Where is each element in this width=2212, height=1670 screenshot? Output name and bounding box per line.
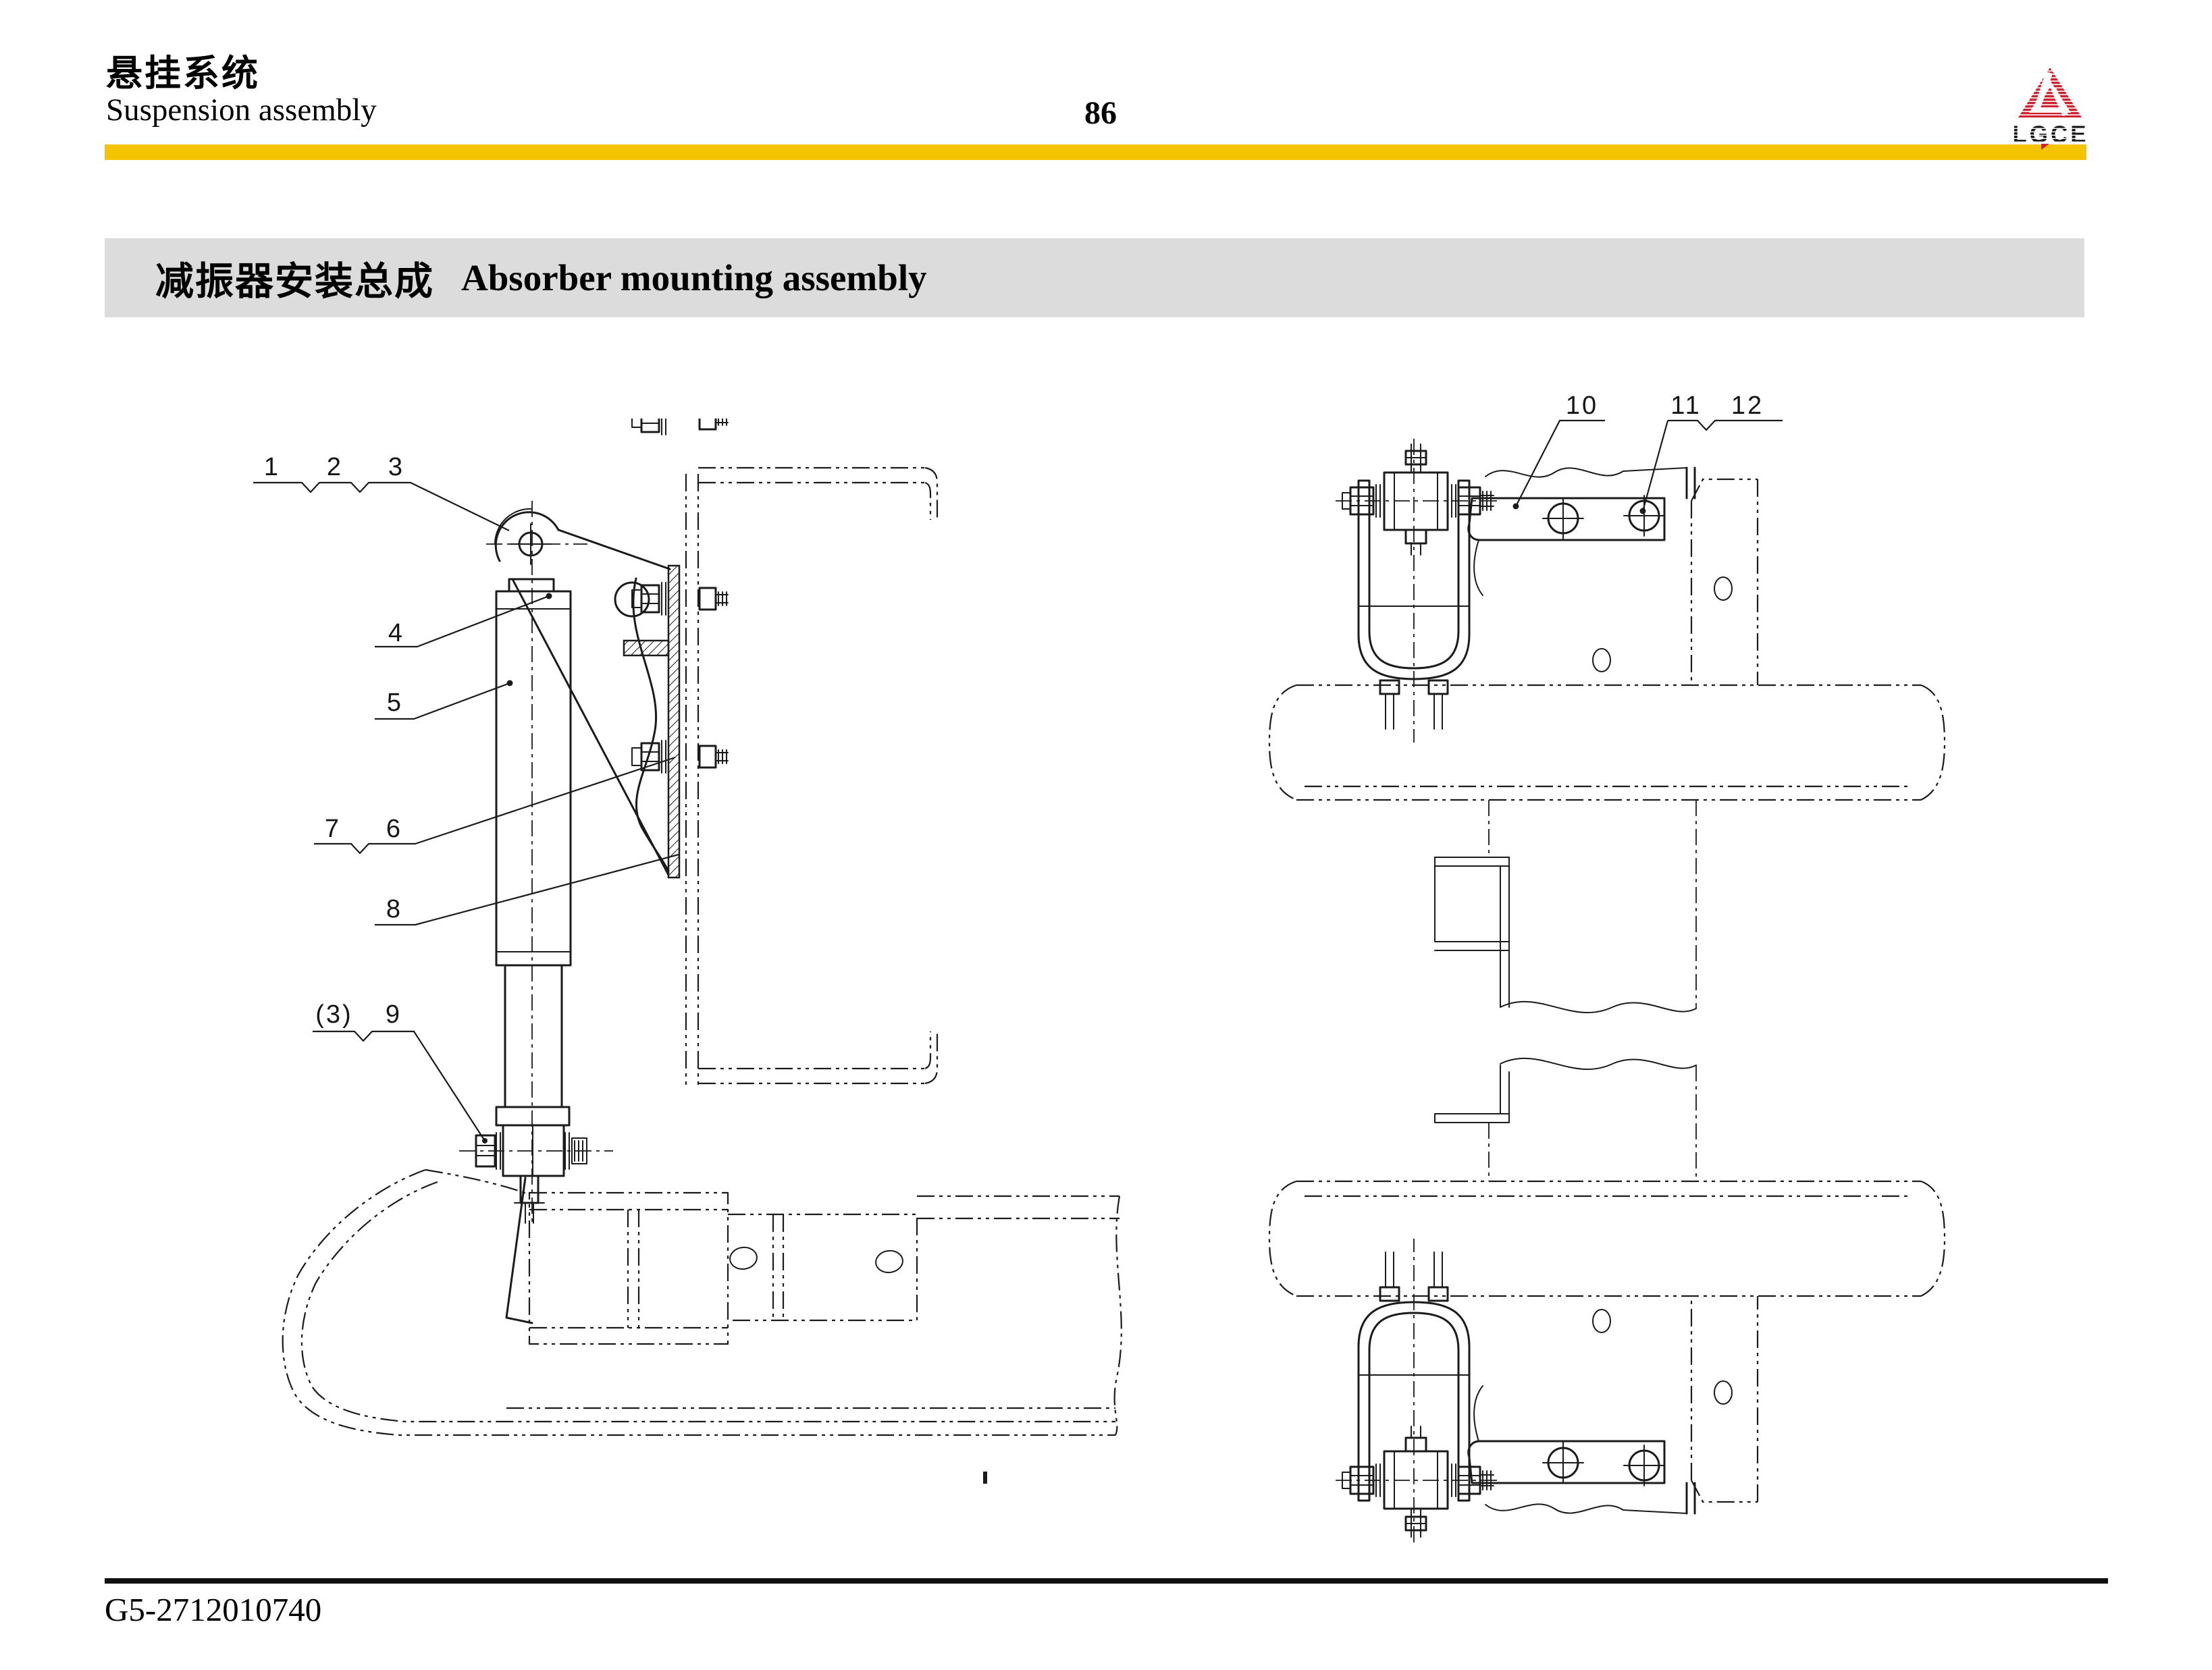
header-title-en: Suspension assembly	[106, 92, 377, 128]
callout-8: 8	[386, 895, 402, 923]
header-title-cn: 悬挂系统	[106, 53, 260, 94]
lower-tube-drawing	[1268, 1180, 1946, 1297]
page-number: 86	[1084, 95, 1117, 131]
callout-10: 10	[1566, 392, 1598, 420]
callout-7: 7	[325, 815, 341, 843]
absorber-bracket-front-view-drawing: 10 11 12	[1268, 392, 1946, 1544]
frame-channel-drawing	[685, 466, 939, 1085]
callout-6: 6	[386, 815, 402, 843]
section-title-en: Absorber mounting assembly	[461, 257, 927, 298]
axle-tube-drawing	[282, 1168, 1122, 1436]
upper-tube-drawing	[1268, 684, 1946, 801]
callout-1: 1	[264, 453, 280, 481]
callout-12: 12	[1731, 392, 1764, 420]
lgce-logo-text: LGCE	[2014, 122, 2087, 148]
left-view-callouts: 1 2 3 4 5 7 6 8 (3) 9	[264, 453, 404, 1029]
middle-structure-drawing	[1434, 800, 1697, 1181]
footer-doc-number: G5-2712010740	[105, 1591, 322, 1628]
right-view-callouts: 10 11 12	[1566, 392, 1764, 420]
footer-divider	[105, 1578, 2108, 1584]
right-view-leader-lines	[1512, 419, 1783, 514]
callout-4: 4	[388, 619, 404, 647]
callout-5: 5	[387, 689, 403, 717]
absorber-side-view-drawing: 1 2 3 4 5 7 6 8 (3) 9	[253, 419, 1122, 1484]
callout-9: 9	[386, 1000, 402, 1029]
axle-bracket-drawing	[528, 1191, 918, 1345]
callout-11: 11	[1670, 392, 1701, 420]
mounting-bolt-drawing	[631, 419, 729, 435]
stray-tick-mark	[983, 1472, 987, 1484]
absorber-mount-assembly-drawing	[1336, 439, 1759, 743]
section-banner: 减振器安装总成 Absorber mounting assembly	[105, 238, 2084, 317]
callout-2: 2	[327, 453, 343, 481]
left-view-leader-lines	[253, 481, 679, 1143]
header-accent-bar	[105, 144, 2086, 160]
upper-bracket-drawing	[494, 508, 681, 879]
shock-absorber-drawing	[459, 501, 613, 1324]
lgce-red-notch-icon	[2041, 144, 2049, 150]
callout-3p: (3)	[315, 1000, 352, 1029]
callout-3: 3	[388, 453, 404, 481]
section-title-cn: 减振器安装总成	[155, 260, 434, 303]
lgce-logo: LGCE	[2014, 68, 2087, 150]
lgce-triangle-icon	[2018, 68, 2082, 117]
